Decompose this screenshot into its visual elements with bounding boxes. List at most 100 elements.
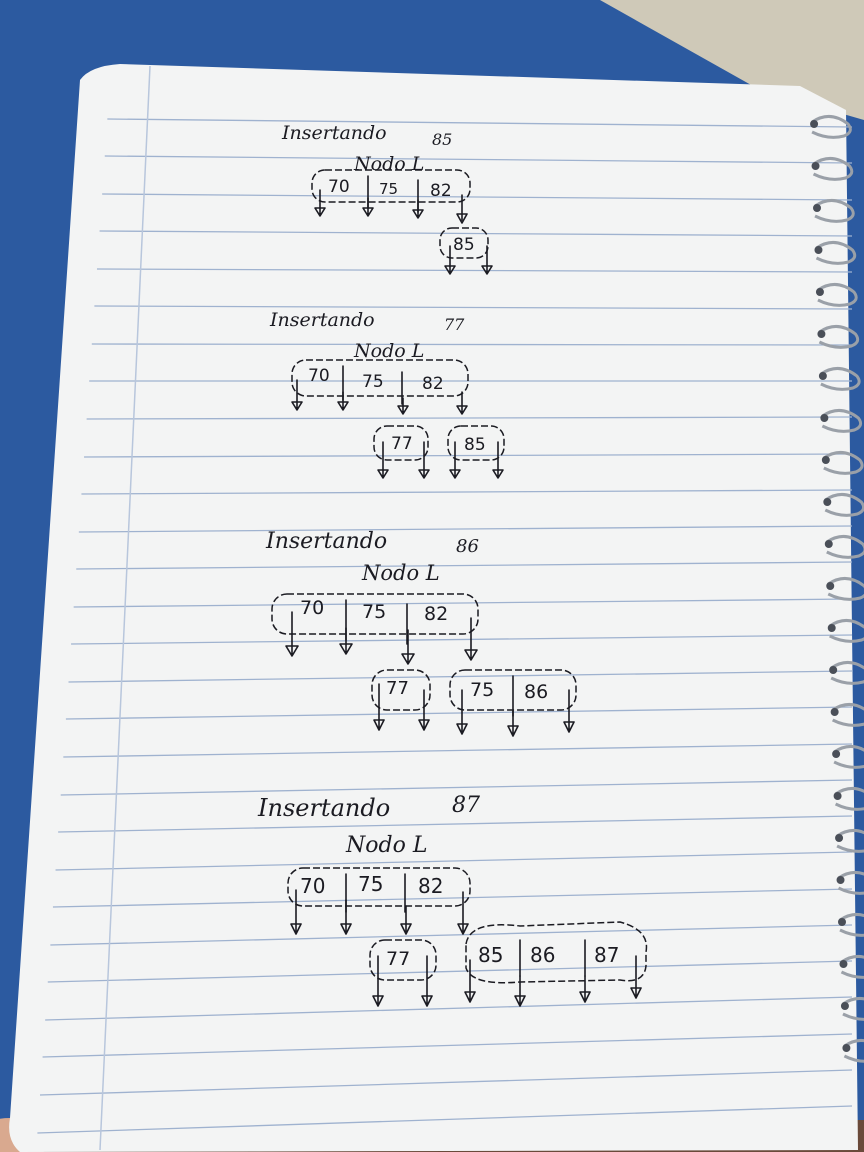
root-key: 70 [300, 597, 324, 619]
section-title: Insertando [265, 529, 387, 554]
pointer-arrows [372, 955, 433, 1007]
ruled-line [68, 670, 853, 683]
spiral-ring [822, 451, 864, 475]
section-insert-87: Insertando 87 Nodo L 70 75 82 77 85 86 8… [257, 793, 648, 1007]
root-key: 75 [358, 872, 383, 896]
ruled-line [65, 706, 853, 720]
ruled-line [81, 489, 853, 495]
binding-hole [820, 414, 829, 422]
inserted-value: 87 [452, 793, 480, 818]
spiral-ring [825, 535, 864, 559]
binding-hole [836, 876, 845, 884]
spiral-ring [821, 409, 863, 433]
section-insert-85: Insertando 85 Nodo L 70 75 82 85 [281, 122, 493, 275]
ruled-line [102, 193, 853, 201]
section-insert-86: Insertando 86 Nodo L 70 75 82 77 75 86 [265, 529, 577, 737]
root-node [291, 359, 469, 397]
spiral-ring [828, 619, 864, 643]
binding-hole [813, 204, 822, 212]
spiral-ring [814, 199, 855, 223]
ruled-line [39, 1069, 853, 1096]
child-key: 87 [594, 943, 619, 967]
binding-hole [811, 162, 820, 170]
spiral-ring [818, 325, 860, 349]
spiral-ring [840, 955, 864, 979]
spiral-ring [827, 577, 864, 601]
ruled-line [47, 960, 853, 983]
binding-hole [835, 834, 844, 842]
root-key: 75 [362, 601, 386, 623]
ruled-line [71, 634, 853, 645]
spiral-ring [842, 997, 864, 1021]
child-key: 85 [478, 943, 503, 967]
key-separator [519, 939, 586, 977]
ruled-line [63, 743, 853, 758]
binding-hole [827, 624, 836, 632]
binding-hole [833, 792, 842, 800]
root-node [287, 867, 471, 907]
ruled-line [94, 305, 853, 310]
root-key: 70 [300, 874, 325, 898]
binding-hole [815, 288, 824, 296]
root-key: 82 [418, 874, 443, 898]
section-title: Insertando [257, 794, 390, 822]
margin-line [99, 65, 151, 1151]
node-label: Nodo L [353, 340, 424, 362]
spiral-ring [843, 1039, 864, 1063]
pointer-arrows [285, 611, 478, 665]
pointer-arrows [314, 189, 468, 224]
section-title: Insertando [269, 309, 375, 331]
ruled-line [55, 851, 853, 871]
ruled-line [96, 268, 853, 273]
child-key: 77 [391, 434, 413, 454]
binding-hole [823, 498, 832, 506]
root-key: 70 [308, 366, 330, 386]
pointer-arrows [290, 889, 469, 935]
spiral-ring [833, 745, 864, 769]
node-label: Nodo L [353, 153, 424, 175]
pointer-arrows [377, 441, 430, 479]
ruled-line [37, 1105, 853, 1134]
child-node [465, 921, 648, 984]
child-key: 86 [530, 943, 555, 967]
child-node [439, 227, 489, 259]
ruled-line [45, 996, 853, 1021]
spiral-ring [824, 493, 864, 517]
root-key: 82 [422, 374, 444, 394]
inserted-value: 77 [444, 315, 465, 334]
root-node [311, 169, 471, 203]
notebook-page [9, 64, 859, 1152]
ruled-line [60, 779, 853, 796]
spiral-ring [837, 871, 864, 895]
ruled-line [50, 924, 853, 946]
ruled-line [91, 343, 853, 346]
spiral-ring [817, 283, 858, 307]
spiral-binding-icon [810, 115, 864, 1063]
child-node [447, 425, 505, 461]
spiral-ring [839, 913, 864, 937]
pointer-arrows [444, 245, 493, 275]
node-label: Nodo L [345, 833, 427, 858]
pointer-arrows [373, 683, 430, 731]
ruled-line [78, 525, 853, 533]
root-key: 82 [430, 181, 452, 201]
spiral-ring [836, 829, 864, 853]
binding-hole [826, 582, 835, 590]
pointer-arrows [291, 379, 468, 415]
ruled-line [84, 453, 853, 458]
ruled-line [104, 155, 853, 164]
binding-hole [829, 666, 838, 674]
binding-hole [839, 960, 848, 968]
section-title: Insertando [281, 122, 387, 144]
ruled-lines [37, 118, 853, 1134]
spiral-ring [815, 241, 857, 265]
binding-hole [821, 456, 830, 464]
child-key: 85 [453, 235, 475, 255]
child-key: 85 [464, 435, 486, 455]
spiral-ring [812, 157, 854, 181]
child-node [373, 425, 429, 461]
ruled-line [107, 118, 853, 128]
ruled-line [99, 230, 853, 237]
child-node [371, 669, 431, 711]
